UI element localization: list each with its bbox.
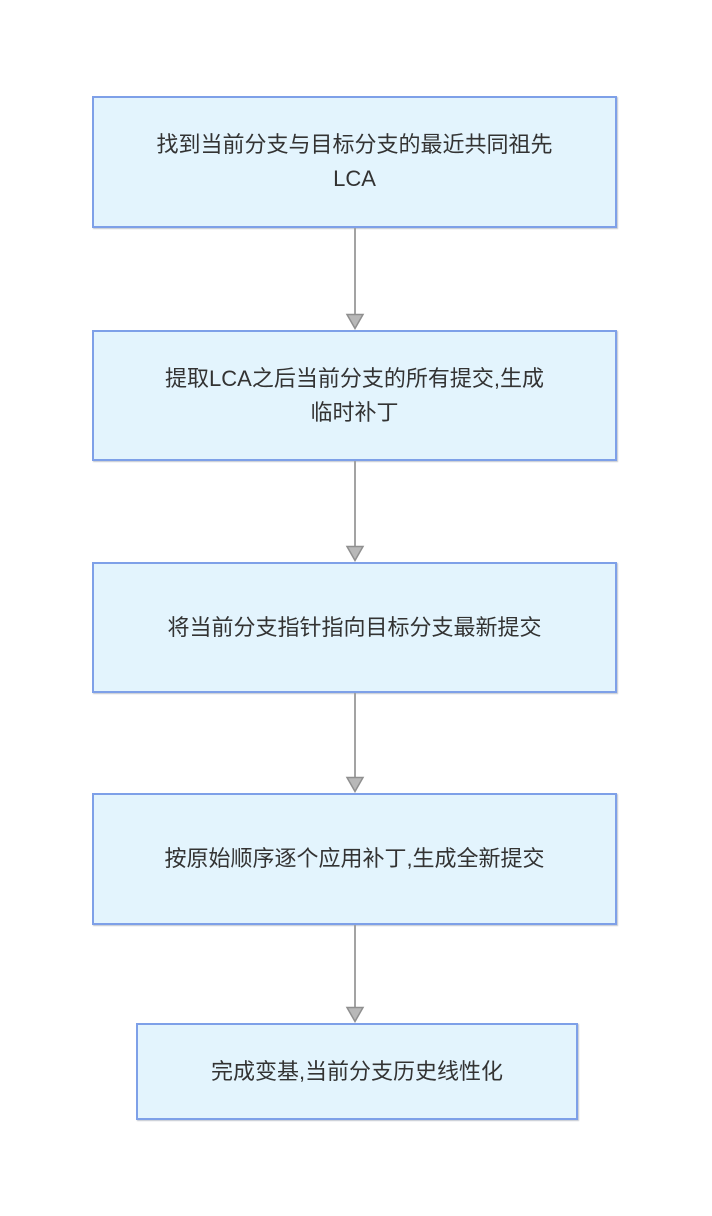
flow-edge-4-5 xyxy=(345,925,365,1023)
flow-edge-3-4 xyxy=(345,693,365,793)
arrow-line xyxy=(354,925,356,1007)
flow-node-step-3: 将当前分支指针指向目标分支最新提交 xyxy=(92,562,617,693)
flow-node-label: 完成变基,当前分支历史线性化 xyxy=(210,1058,504,1084)
flow-node-step-2: 提取LCA之后当前分支的所有提交,生成临时补丁 xyxy=(92,330,617,461)
flow-edge-1-2 xyxy=(345,228,365,330)
flow-node-step-4: 按原始顺序逐个应用补丁,生成全新提交 xyxy=(92,793,617,925)
flow-node-step-1: 找到当前分支与目标分支的最近共同祖先LCA xyxy=(92,96,617,228)
arrowhead-down-icon xyxy=(345,776,365,793)
flow-node-label: 找到当前分支与目标分支的最近共同祖先LCA xyxy=(156,132,553,191)
flow-node-step-5: 完成变基,当前分支历史线性化 xyxy=(136,1023,578,1120)
arrowhead-down-icon xyxy=(345,1006,365,1023)
flow-edge-2-3 xyxy=(345,461,365,562)
arrow-line xyxy=(354,693,356,777)
arrow-line xyxy=(354,228,356,314)
flow-node-label: 提取LCA之后当前分支的所有提交,生成临时补丁 xyxy=(165,365,544,425)
arrowhead-down-icon xyxy=(345,313,365,330)
arrow-line xyxy=(354,461,356,546)
arrowhead-down-icon xyxy=(345,545,365,562)
flow-node-label: 将当前分支指针指向目标分支最新提交 xyxy=(167,614,542,640)
flow-node-label: 按原始顺序逐个应用补丁,生成全新提交 xyxy=(164,846,545,871)
